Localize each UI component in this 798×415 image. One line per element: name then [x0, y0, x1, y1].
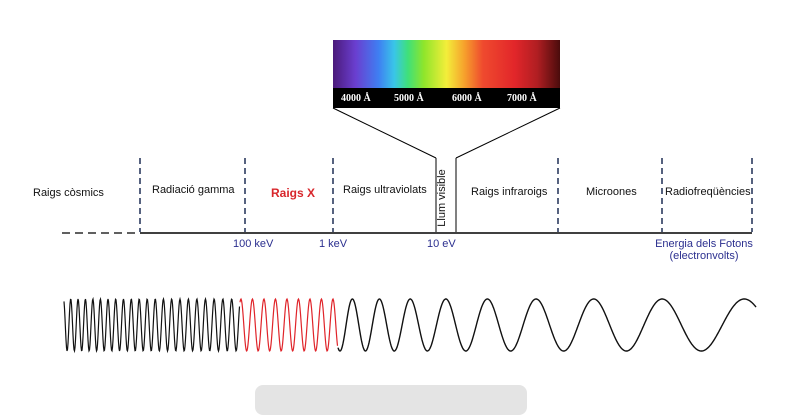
energy-axis-label-line1: Energia dels Fotons: [655, 238, 753, 250]
band-label-cosmic: Raigs còsmics: [33, 187, 104, 199]
wave-long: [337, 298, 757, 352]
energy-axis-label-line2: (electronvolts): [669, 250, 739, 262]
visible-spectrum-gradient: [333, 40, 560, 88]
spectrum-tick-5000: 5000 Å: [394, 93, 424, 104]
funnel-right-line: [455, 107, 561, 159]
band-label-infrared: Raigs infraroigs: [471, 186, 548, 198]
spectrum-tick-6000: 6000 Å: [452, 93, 482, 104]
energy-axis-label: Energia dels Fotons (electronvolts): [645, 238, 763, 262]
band-label-gamma: Radiació gamma: [152, 184, 235, 196]
spectrum-tick-7000: 7000 Å: [507, 93, 537, 104]
wave-xray: [239, 297, 339, 352]
funnel-left-line: [332, 107, 437, 159]
band-label-visible-box: Llum visible: [431, 169, 453, 227]
band-label-radio: Radiofreqüències: [665, 186, 751, 198]
band-label-visible: Llum visible: [436, 169, 448, 227]
energy-tick-10ev: 10 eV: [427, 238, 456, 250]
band-label-microwave: Microones: [586, 186, 637, 198]
spectrum-tick-4000: 4000 Å: [341, 93, 371, 104]
energy-tick-100kev: 100 keV: [233, 238, 274, 250]
wave-short: [63, 296, 241, 354]
band-label-xray: Raigs X: [271, 186, 316, 200]
band-label-uv: Raigs ultraviolats: [343, 184, 427, 196]
spectrum-scale-bar: [333, 88, 560, 108]
caption-bar[interactable]: [255, 385, 527, 415]
energy-tick-1kev: 1 keV: [319, 238, 348, 250]
band-dividers: [139, 158, 753, 232]
